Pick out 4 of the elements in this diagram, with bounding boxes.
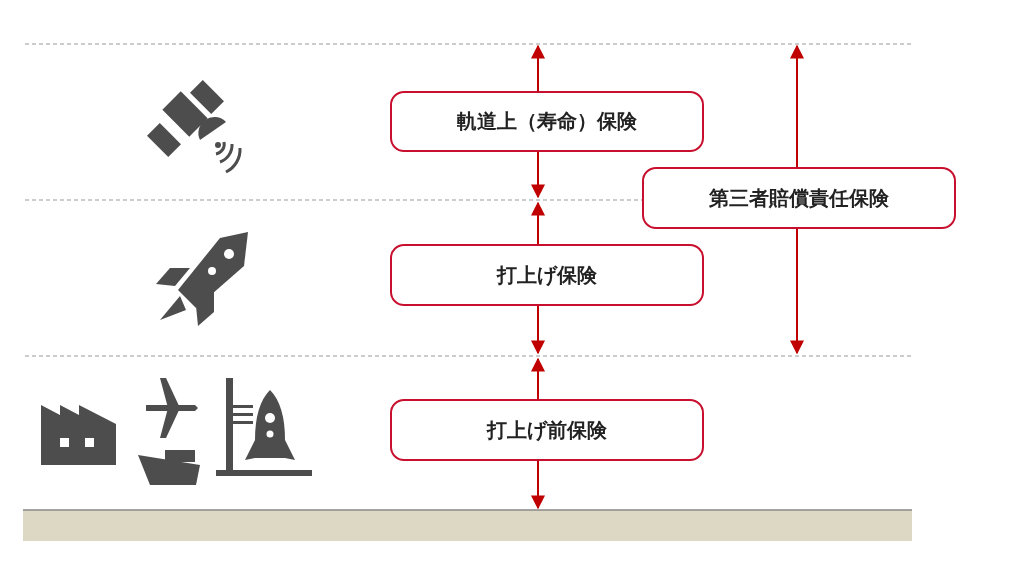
insurance-box: 打上げ前保険 xyxy=(390,399,704,461)
insurance-box: 軌道上（寿命）保険 xyxy=(390,91,704,152)
insurance-box: 打上げ保険 xyxy=(390,244,704,306)
insurance-box: 第三者賠償責任保険 xyxy=(642,167,956,229)
